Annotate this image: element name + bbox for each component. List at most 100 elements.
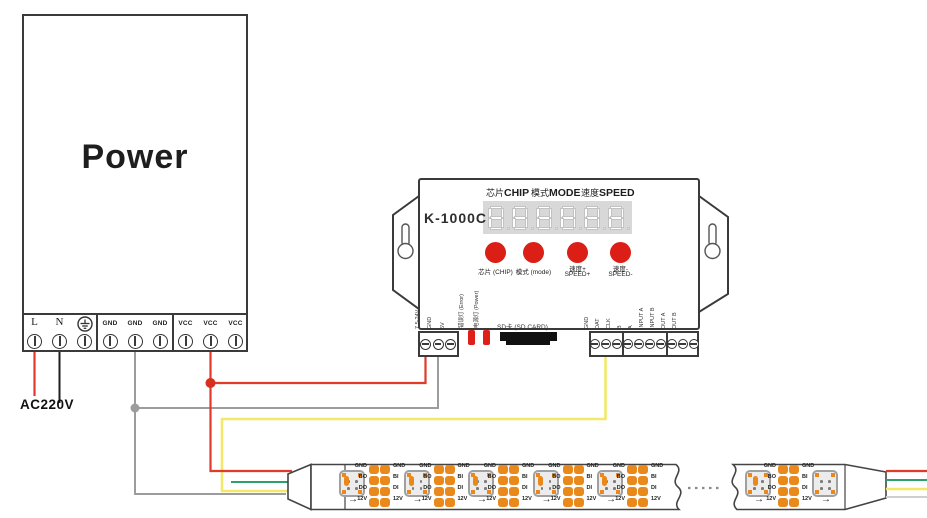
digit-segment [548,218,552,228]
solder-pad-out [433,486,444,496]
terminal-strip-divider [24,313,246,315]
right-terminal-screw [622,339,633,349]
digit-segment [500,207,504,218]
pad-label: BO [423,473,432,480]
solder-pad-out [562,464,573,474]
earth-ground-icon [76,316,93,332]
digit-segment [500,218,504,228]
indicator-label: 电源灯 (Power) [474,290,480,328]
left-terminal-label: 7.5-24V [414,309,421,329]
strip-component-pad [408,476,414,486]
display-digit [560,205,576,230]
terminal-group-divider-1 [96,313,98,351]
digit-segment [562,226,574,230]
pad-label: BO [616,473,625,480]
led-solder-corner [535,473,540,477]
terminal-group-divider-2 [172,313,174,351]
pad-label: GND [457,462,470,469]
display-header-speed: 速度SPEED [581,183,635,201]
pad-label: DO [423,484,432,491]
digit-segment [488,218,492,228]
solder-pad-in [444,497,455,507]
digit-segment [524,218,528,228]
controller-button-label: SPEED+ [564,271,591,278]
strip-component-pad [753,476,758,486]
led-solder-corner [358,473,362,477]
solder-pad-out [369,475,379,485]
pad-label: 12V [357,495,367,502]
led-solder-corner [471,473,475,477]
solder-pad-in [573,464,584,474]
led-die-dot [419,487,423,490]
led-strip-section1 [310,463,682,511]
solder-pad-in [638,497,648,507]
status-led-error [468,330,475,345]
solder-pad-out [498,475,508,485]
right-terminal-label: B [616,325,623,329]
pad-label: BI [651,473,657,480]
digit-segment [608,207,612,218]
digit-decimal-point [578,226,582,230]
led-solder-corner [358,490,362,494]
led-die-dot [484,487,487,490]
pad-label: BO [358,473,367,480]
right-terminal-screw [611,339,622,349]
display-header-en: MODE [549,187,581,199]
right-terminal-label: INPUT A [638,307,645,329]
solder-pad-out [433,464,444,474]
digit-decimal-point [626,226,630,230]
right-terminal-label: GND [583,316,590,329]
digit-segment [572,207,576,218]
led-solder-corner [406,473,411,477]
pad-label: 12V [586,495,597,502]
pad-label: BO [552,473,561,480]
solder-pad-in [789,486,799,496]
pad-label: 12V [550,495,561,502]
pad-label: DI [522,484,528,491]
digit-decimal-point [530,226,534,230]
pad-label: GND [419,462,432,469]
power-terminal-screw [203,333,218,349]
led-solder-corner [815,490,819,494]
power-terminal-label: GND [102,320,118,327]
data-direction-arrow: → [606,494,616,505]
right-terminal-screw [644,339,655,349]
led-5050-package [339,470,365,497]
solder-pad-in [789,497,799,507]
right-terminal-label: CLK [605,318,612,329]
pad-label: 12V [766,495,776,502]
digit-segment [562,205,574,209]
controller-button-2 [523,241,544,263]
power-terminal-screw [127,333,143,349]
pad-label: 12V [421,495,432,502]
digit-segment [490,216,502,220]
power-terminal-label: N [55,316,64,328]
pad-label: DI [802,484,808,491]
pad-label: BI [802,473,808,480]
controller-model-label: K-1000C [424,210,488,226]
led-5050-package [468,470,494,497]
indicator-label: 错误灯 (Error) [459,294,465,328]
display-digit [488,205,504,230]
power-terminal-label: GND [127,320,143,327]
display-header-mode: 模式MODE [531,183,581,201]
led-solder-corner [342,490,346,494]
digit-segment [538,216,550,220]
power-terminal-screw [27,333,42,349]
digit-segment [514,226,526,230]
controller-button-label: 芯片 (CHIP) [478,269,513,276]
led-die-dot [820,487,823,490]
pad-label: GND [763,462,776,469]
digit-segment [610,205,622,209]
led-5050-package [597,470,623,497]
right-terminal-screw [688,339,699,349]
strip-component-pad [344,476,349,486]
solder-pad-out [778,475,788,485]
sd-card-label: SD卡 (SD CARD) [497,324,548,331]
solder-pad-in [380,464,390,474]
solder-pad-out [433,497,444,507]
